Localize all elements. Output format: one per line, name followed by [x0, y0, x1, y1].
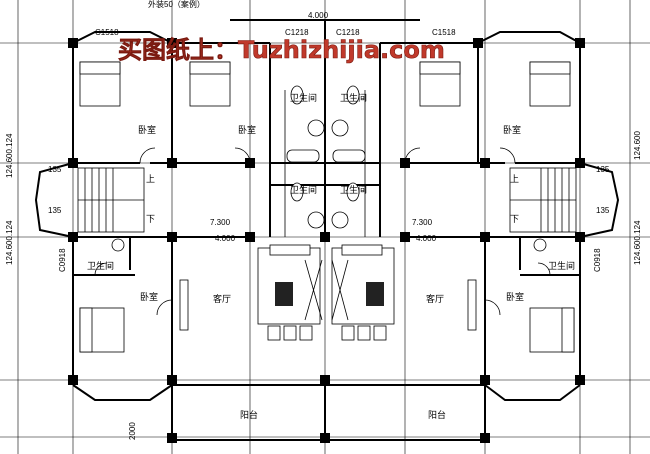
room-bath-top-l: 卫生间: [290, 92, 317, 103]
stair-up-left: 上: [146, 174, 155, 184]
room-bedroom-br: 卧室: [506, 291, 524, 302]
bed-top-right-a: [419, 61, 461, 107]
room-living-r: 客厅: [426, 293, 444, 304]
dim-bottom-vertical: 2000: [128, 422, 137, 440]
bed-top-right-b: [529, 61, 571, 107]
room-bath-mid-l: 卫生间: [290, 184, 317, 195]
window-c1218-right: C1218: [336, 28, 360, 37]
structural-columns: [68, 38, 585, 443]
dim-right-lower-sub: 4.000: [416, 234, 437, 243]
dim-left-lower-sub: 4.000: [215, 234, 236, 243]
bath-fixtures: [111, 85, 547, 252]
room-living-l: 客厅: [213, 293, 231, 304]
dim-stair-r-1: 135: [596, 165, 610, 174]
room-bath-side-r: 卫生间: [548, 260, 575, 271]
stair-left: [77, 167, 145, 233]
bed-top-left: [79, 61, 121, 107]
stair-right: [509, 167, 577, 233]
dim-stair-l-2: 135: [48, 206, 62, 215]
sofa-set-right: [331, 244, 395, 341]
room-bedroom-tc: 卧室: [238, 124, 256, 135]
window-c1518-left: C1518: [95, 28, 119, 37]
window-c0918-left: C0918: [58, 248, 67, 272]
room-bath-side-l: 卫生间: [87, 260, 114, 271]
window-labels: C1518 C1218 C1218 C1518 C0918 C0918: [58, 28, 602, 272]
dim-top-width: 4.000: [308, 11, 329, 20]
watermark-text: 买图纸上：Tuzhizhijia.com: [118, 36, 445, 64]
stair-up-right: 上: [510, 174, 519, 184]
door-swings: [94, 147, 551, 316]
bed-top-center: [189, 61, 231, 107]
room-balcony-r: 阳台: [428, 409, 446, 420]
room-bath-mid-r: 卫生间: [340, 184, 367, 195]
dim-stair-r-2: 135: [596, 206, 610, 215]
dim-left-vertical-b: 124.600.124: [5, 220, 14, 265]
dimensions: 4.000 外装50（案例） 7.300 4.000 7.300 4.000 1…: [5, 0, 642, 440]
dim-left-lower: 7.300: [210, 218, 231, 227]
window-c1518-right: C1518: [432, 28, 456, 37]
stair-down-left: 下: [146, 214, 155, 224]
dim-stair-l-1: 135: [48, 165, 62, 174]
top-note: 外装50（案例）: [148, 0, 205, 9]
window-c0918-right: C0918: [593, 248, 602, 272]
dim-left-vertical-a: 124.600.124: [5, 133, 14, 178]
window-c1218-left: C1218: [285, 28, 309, 37]
bed-bottom-right: [529, 307, 575, 353]
room-bath-top-r: 卫生间: [340, 92, 367, 103]
room-bedroom-tr: 卧室: [503, 124, 521, 135]
room-labels: 卧室 卧室 卧室 卧室 卧室 卫生间 卫生间 卫生间 卫生间 卫生间 卫生间 客…: [87, 92, 575, 420]
dim-right-vertical-b: 124.600.124: [633, 220, 642, 265]
walls: [34, 19, 620, 441]
bed-bottom-left: [79, 307, 125, 353]
room-bedroom-tl: 卧室: [138, 124, 156, 135]
stair-down-right: 下: [510, 214, 519, 224]
tv-cabinets: [179, 279, 477, 331]
room-balcony-l: 阳台: [240, 409, 258, 420]
sofa-set-left: [257, 244, 323, 341]
room-bedroom-bl: 卧室: [140, 291, 158, 302]
dim-right-lower: 7.300: [412, 218, 433, 227]
dim-right-vertical-a: 124.600: [633, 131, 642, 160]
